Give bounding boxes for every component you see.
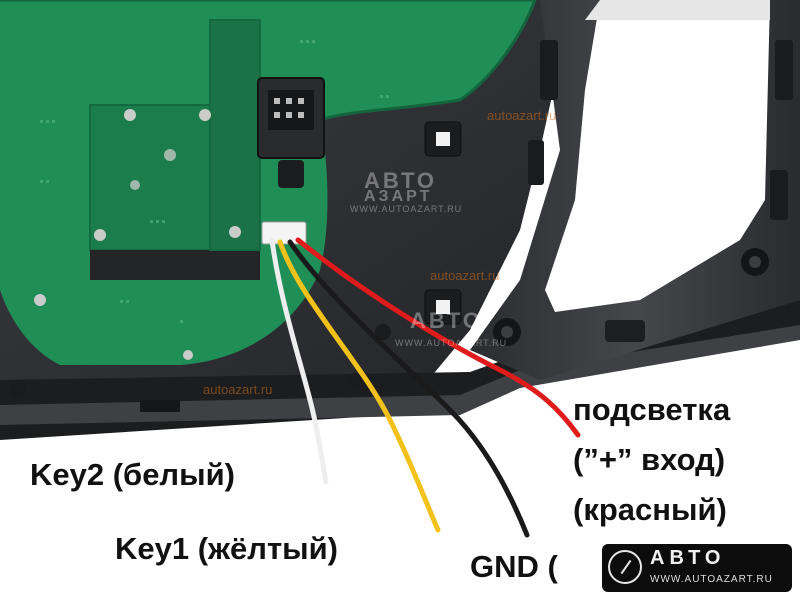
- frame-tab: [605, 320, 645, 342]
- pcb-cutout: [90, 250, 260, 280]
- label-key2: Key2 (белый): [30, 457, 235, 492]
- brand-logo: АВТО WWW.AUTOAZART.RU: [602, 544, 792, 592]
- frame-opening: [545, 0, 770, 312]
- frame-clip-4: [770, 170, 788, 220]
- wire-white: [269, 237, 329, 485]
- wire-yellow: [277, 239, 441, 533]
- frame-clip-1: [540, 40, 558, 100]
- pcb-mount-holes: [34, 109, 241, 360]
- logo-brand-text: АВТО: [650, 547, 726, 569]
- label-backlight-line2: (”+” вход): [573, 442, 726, 477]
- wire-black: [287, 239, 530, 538]
- label-backlight-line3: (красный): [573, 492, 727, 527]
- watermark-url-2: WWW.AUTOAZART.RU: [395, 338, 508, 348]
- frame-clip-3: [775, 40, 793, 100]
- watermark-brand-bottom: АЗАРТ: [364, 188, 433, 205]
- pcb-pads: [40, 40, 389, 323]
- logo-url-text: WWW.AUTOAZART.RU: [650, 574, 773, 585]
- watermark-site-2: autoazart.ru: [430, 268, 500, 283]
- frame-clip-2: [528, 140, 544, 185]
- label-backlight-line1: подсветка: [573, 392, 731, 427]
- watermark-url-1: WWW.AUTOAZART.RU: [350, 204, 463, 214]
- label-gnd: GND (: [470, 549, 558, 584]
- frame-opening-shade: [585, 0, 770, 20]
- logo-emblem-icon: [608, 550, 642, 584]
- watermark-site-1: autoazart.ru: [487, 108, 557, 123]
- wire-red: [295, 237, 581, 438]
- pcb-rail: [209, 19, 261, 251]
- watermark-brand-top-2: АВТО: [410, 308, 483, 333]
- watermark-site-3: autoazart.ru: [203, 382, 273, 397]
- housing-rim-highlight: [0, 325, 800, 425]
- label-key1: Key1 (жёлтый): [115, 531, 338, 566]
- watermark-brand-top: АВТО: [364, 168, 437, 193]
